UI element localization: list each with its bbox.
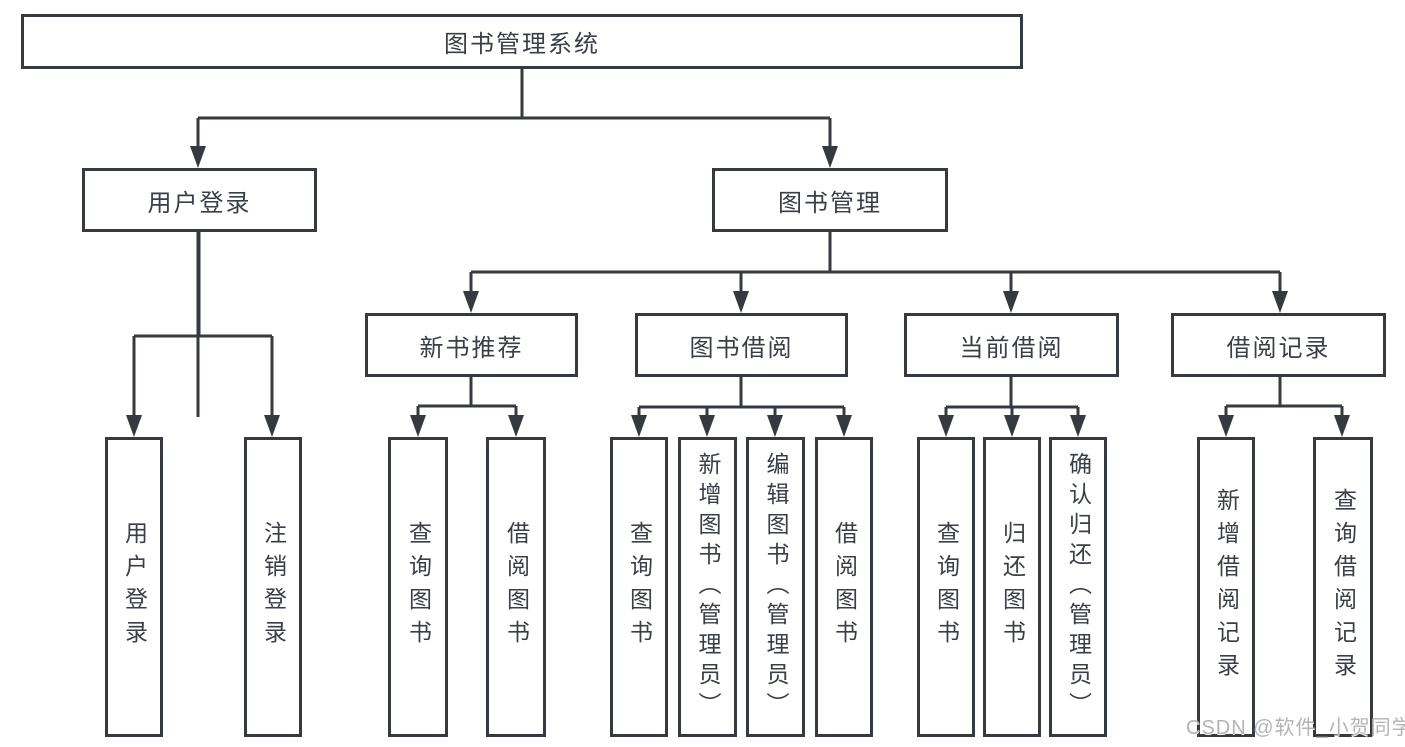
edge-currentborrow-children [944, 377, 1080, 419]
edge-userlogin-children [132, 232, 274, 419]
node-logout-leaf: 注销登录 [244, 437, 302, 737]
edge-borrowrecord-children [1224, 377, 1344, 419]
edge-bookborrow-children [637, 377, 846, 419]
csdn-watermark: CSDN @软件_小贺同学 [1186, 717, 1405, 739]
node-new-book-recommend: 新书推荐 [365, 313, 578, 377]
node-add-books-admin: 新增图书（管理员） [678, 437, 737, 737]
node-user-login: 用户登录 [82, 168, 317, 232]
node-book-management: 图书管理 [712, 168, 948, 232]
edge-newbook-children [416, 377, 518, 419]
node-book-borrowing: 图书借阅 [635, 313, 848, 377]
node-current-borrowing: 当前借阅 [904, 313, 1119, 377]
node-edit-books-admin: 编辑图书（管理员） [746, 437, 805, 737]
node-borrowing-records: 借阅记录 [1171, 313, 1386, 377]
node-query-books-1: 查询图书 [388, 437, 448, 737]
node-confirm-return-admin: 确认归还（管理员） [1049, 437, 1107, 737]
node-add-borrow-record: 新增借阅记录 [1197, 437, 1255, 737]
edge-bookmgmt-children [469, 232, 1282, 295]
node-user-login-leaf: 用户登录 [105, 437, 163, 737]
arrowheads [126, 146, 1350, 437]
node-return-books: 归还图书 [983, 437, 1041, 737]
node-borrow-books-1: 借阅图书 [486, 437, 546, 737]
edge-root-to-level2 [196, 69, 832, 417]
node-library-system: 图书管理系统 [21, 14, 1023, 69]
patch [190, 420, 206, 436]
node-borrow-books-2: 借阅图书 [815, 437, 873, 737]
node-query-borrow-record: 查询借阅记录 [1313, 437, 1373, 737]
node-query-books-2: 查询图书 [610, 437, 668, 737]
node-query-books-3: 查询图书 [917, 437, 975, 737]
